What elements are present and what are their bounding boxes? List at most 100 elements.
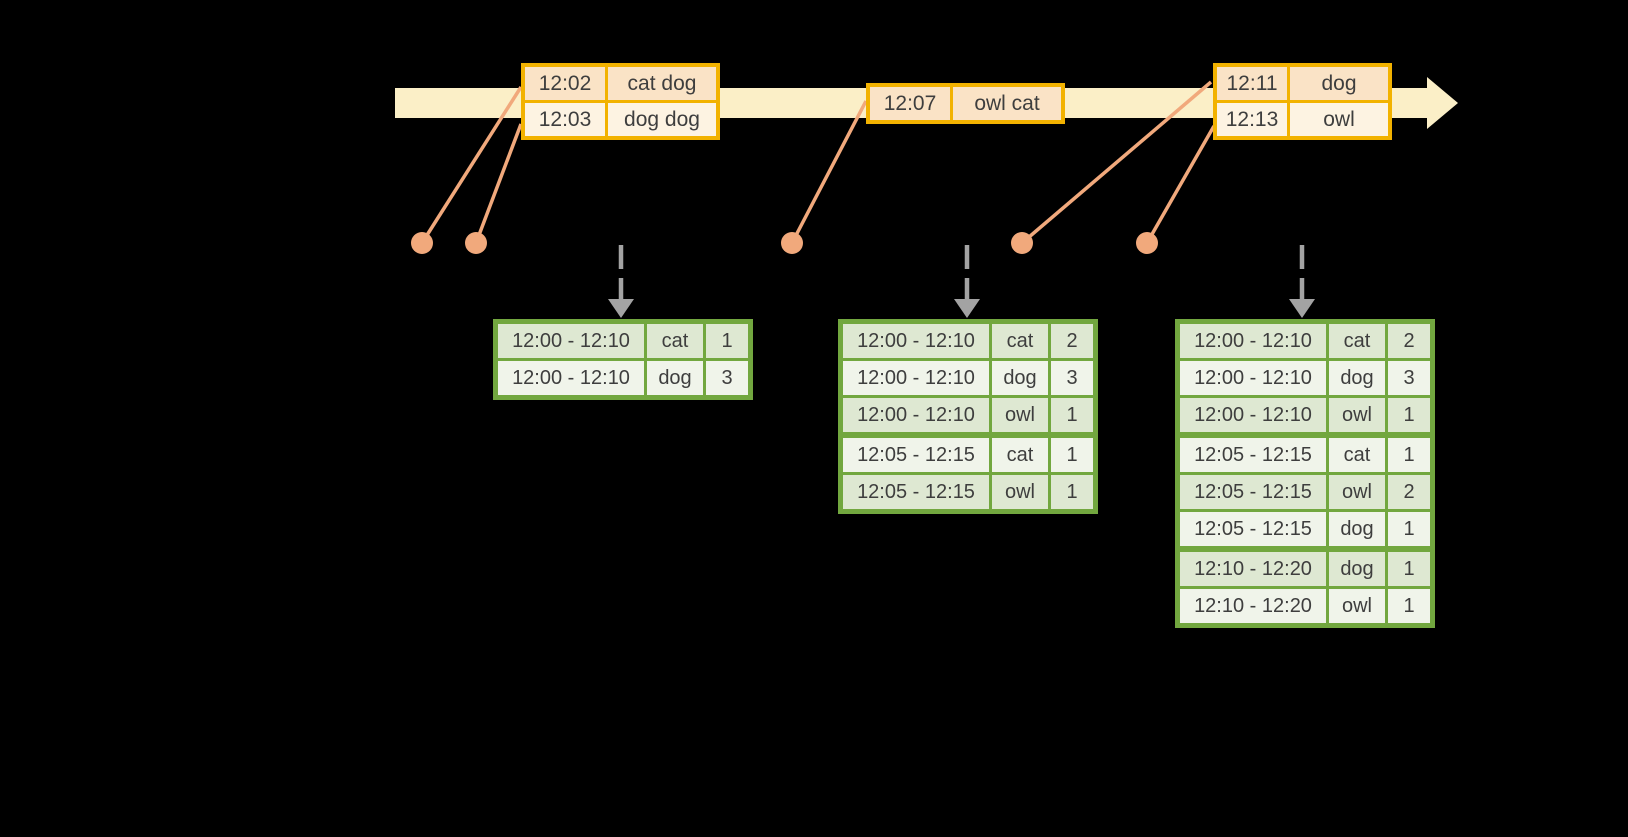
- event-connector-lines: [420, 80, 1216, 245]
- result-window: 12:00 - 12:10: [494, 358, 647, 399]
- table-row: 12:00 - 12:10 dog 3: [494, 358, 752, 399]
- result-word: dog: [1326, 509, 1388, 551]
- result-word: owl: [1326, 395, 1388, 437]
- event-words: owl cat: [950, 83, 1065, 124]
- table-row: 12:00 - 12:10 cat 1: [494, 320, 752, 361]
- event-dot-icon: [781, 232, 803, 254]
- result-word: dog: [1326, 358, 1388, 398]
- event-connector-line: [790, 100, 868, 244]
- trigger-arrowhead-icon: [954, 299, 980, 318]
- result-count: 1: [1385, 432, 1434, 475]
- trigger-arrowhead-icon: [608, 299, 634, 318]
- event-words: cat dog: [605, 63, 720, 103]
- event-words: owl: [1287, 100, 1392, 140]
- event-words: dog: [1287, 63, 1392, 103]
- table-row: 12:05 - 12:15 dog 1: [1176, 509, 1434, 551]
- trigger-arrowhead-icon: [1289, 299, 1315, 318]
- result-word: owl: [989, 395, 1051, 437]
- result-window: 12:00 - 12:10: [839, 395, 992, 437]
- table-row: 12:05 - 12:15 cat 1: [839, 432, 1097, 475]
- result-count: 2: [1385, 320, 1434, 361]
- timeline-arrowhead-icon: [1427, 77, 1458, 129]
- result-window: 12:05 - 12:15: [1176, 472, 1329, 512]
- event-time: 12:02: [521, 63, 608, 103]
- result-count: 2: [1385, 472, 1434, 512]
- table-row: 12:00 - 12:10 dog 3: [1176, 358, 1434, 398]
- result-window: 12:05 - 12:15: [1176, 509, 1329, 551]
- result-window: 12:10 - 12:20: [1176, 546, 1329, 589]
- result-window: 12:05 - 12:15: [839, 472, 992, 513]
- table-row: 12:00 - 12:10 dog 3: [839, 358, 1097, 398]
- result-word: cat: [1326, 320, 1388, 361]
- result-count: 3: [703, 358, 752, 399]
- event-dot-icon: [1136, 232, 1158, 254]
- event-connector-line: [420, 86, 523, 244]
- table-row: 12:11 dog: [1213, 63, 1392, 103]
- result-word: cat: [644, 320, 706, 361]
- result-count: 1: [1048, 432, 1097, 475]
- result-window: 12:10 - 12:20: [1176, 586, 1329, 627]
- table-row: 12:00 - 12:10 owl 1: [839, 395, 1097, 437]
- event-time: 12:13: [1213, 100, 1290, 140]
- trigger-arrow-shafts: [618, 245, 1305, 301]
- result-count: 3: [1048, 358, 1097, 398]
- result-table-3: 12:00 - 12:10 cat 2 12:00 - 12:10 dog 3 …: [1175, 319, 1435, 628]
- result-count: 3: [1385, 358, 1434, 398]
- result-count: 1: [1385, 395, 1434, 437]
- result-word: owl: [1326, 586, 1388, 627]
- result-window: 12:00 - 12:10: [839, 358, 992, 398]
- result-count: 1: [1385, 509, 1434, 551]
- event-connector-line: [1020, 80, 1213, 245]
- result-word: dog: [989, 358, 1051, 398]
- table-row: 12:05 - 12:15 cat 1: [1176, 432, 1434, 475]
- table-row: 12:07 owl cat: [866, 83, 1065, 124]
- table-row: 12:10 - 12:20 owl 1: [1176, 586, 1434, 627]
- event-dot-icon: [465, 232, 487, 254]
- event-dots: [411, 232, 1158, 254]
- table-row: 12:02 cat dog: [521, 63, 720, 103]
- result-word: cat: [989, 432, 1051, 475]
- table-row: 12:05 - 12:15 owl 1: [839, 472, 1097, 513]
- result-word: cat: [989, 320, 1051, 361]
- event-dot-icon: [1011, 232, 1033, 254]
- result-table-1: 12:00 - 12:10 cat 1 12:00 - 12:10 dog 3: [493, 319, 753, 400]
- result-count: 1: [1048, 395, 1097, 437]
- event-table-3: 12:11 dog 12:13 owl: [1213, 63, 1392, 140]
- result-count: 1: [703, 320, 752, 361]
- trigger-arrowheads: [608, 299, 1315, 318]
- table-row: 12:00 - 12:10 owl 1: [1176, 395, 1434, 437]
- event-time: 12:07: [866, 83, 953, 124]
- result-word: owl: [989, 472, 1051, 513]
- result-word: dog: [1326, 546, 1388, 589]
- table-row: 12:13 owl: [1213, 100, 1392, 140]
- result-count: 1: [1385, 586, 1434, 627]
- event-dot-icon: [411, 232, 433, 254]
- event-table-2: 12:07 owl cat: [866, 83, 1065, 124]
- result-table-2: 12:00 - 12:10 cat 2 12:00 - 12:10 dog 3 …: [838, 319, 1098, 514]
- result-window: 12:05 - 12:15: [1176, 432, 1329, 475]
- result-window: 12:00 - 12:10: [1176, 320, 1329, 361]
- result-window: 12:05 - 12:15: [839, 432, 992, 475]
- event-time: 12:03: [521, 100, 608, 140]
- result-word: owl: [1326, 472, 1388, 512]
- result-window: 12:00 - 12:10: [839, 320, 992, 361]
- event-table-1: 12:02 cat dog 12:03 dog dog: [521, 63, 720, 140]
- event-connector-line: [1145, 125, 1216, 244]
- table-row: 12:00 - 12:10 cat 2: [1176, 320, 1434, 361]
- event-connector-line: [474, 123, 523, 244]
- result-count: 1: [1385, 546, 1434, 589]
- event-words: dog dog: [605, 100, 720, 140]
- table-row: 12:00 - 12:10 cat 2: [839, 320, 1097, 361]
- table-row: 12:10 - 12:20 dog 1: [1176, 546, 1434, 589]
- result-count: 1: [1048, 472, 1097, 513]
- table-row: 12:05 - 12:15 owl 2: [1176, 472, 1434, 512]
- result-window: 12:00 - 12:10: [1176, 395, 1329, 437]
- event-time: 12:11: [1213, 63, 1290, 103]
- result-count: 2: [1048, 320, 1097, 361]
- table-row: 12:03 dog dog: [521, 100, 720, 140]
- result-window: 12:00 - 12:10: [1176, 358, 1329, 398]
- result-window: 12:00 - 12:10: [494, 320, 647, 361]
- result-word: dog: [644, 358, 706, 399]
